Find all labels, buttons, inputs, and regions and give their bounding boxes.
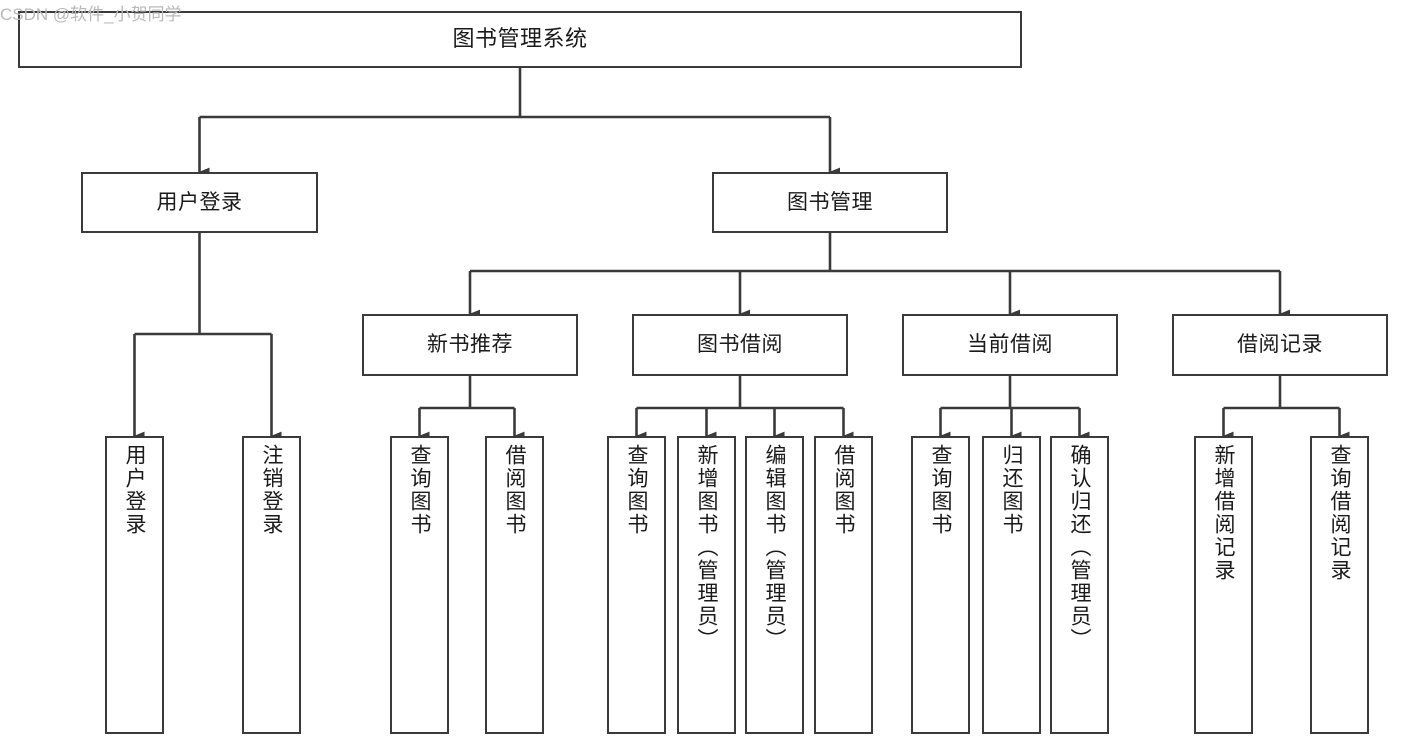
node-label: 编辑图书（管理员） xyxy=(763,444,786,651)
node-label: 注销登录 xyxy=(260,444,283,536)
node-book-manage[interactable]: 图书管理 xyxy=(712,172,948,233)
node-leaf-logout[interactable]: 注销登录 xyxy=(242,436,301,734)
node-leaf-current-confirm-return[interactable]: 确认归还（管理员） xyxy=(1050,436,1109,734)
node-label: 用户登录 xyxy=(156,190,243,214)
node-leaf-recommend-borrow-book[interactable]: 借阅图书 xyxy=(485,436,544,734)
node-leaf-borrow-query-book[interactable]: 查询图书 xyxy=(607,436,666,734)
node-label: 图书管理系统 xyxy=(452,26,588,52)
node-leaf-record-add[interactable]: 新增借阅记录 xyxy=(1194,436,1253,734)
node-leaf-recommend-query-book[interactable]: 查询图书 xyxy=(390,436,449,734)
node-label: 确认归还（管理员） xyxy=(1068,444,1091,651)
node-label: 新书推荐 xyxy=(427,333,513,357)
node-root[interactable]: 图书管理系统 xyxy=(18,11,1022,68)
edges-group xyxy=(133,68,1350,441)
node-leaf-borrow-add-book[interactable]: 新增图书（管理员） xyxy=(677,436,736,734)
node-leaf-current-return-book[interactable]: 归还图书 xyxy=(982,436,1041,734)
node-label: 用户登录 xyxy=(123,444,146,536)
node-label: 借阅图书 xyxy=(832,444,855,536)
node-leaf-current-query-book[interactable]: 查询图书 xyxy=(911,436,970,734)
node-label: 借阅记录 xyxy=(1237,333,1323,357)
node-leaf-borrow-edit-book[interactable]: 编辑图书（管理员） xyxy=(745,436,804,734)
node-label: 新增借阅记录 xyxy=(1212,444,1235,582)
node-leaf-user-login[interactable]: 用户登录 xyxy=(105,436,164,734)
node-leaf-record-query[interactable]: 查询借阅记录 xyxy=(1310,436,1369,734)
node-book-borrow[interactable]: 图书借阅 xyxy=(632,314,848,376)
node-label: 图书借阅 xyxy=(697,333,783,357)
node-label: 归还图书 xyxy=(1000,444,1023,536)
node-borrow-record[interactable]: 借阅记录 xyxy=(1172,314,1388,376)
node-user-login[interactable]: 用户登录 xyxy=(81,172,318,233)
node-label: 查询图书 xyxy=(408,444,431,536)
node-label: 查询借阅记录 xyxy=(1328,444,1351,582)
node-label: 图书管理 xyxy=(787,190,873,214)
node-label: 新增图书（管理员） xyxy=(695,444,718,651)
node-new-book-recommend[interactable]: 新书推荐 xyxy=(362,314,578,376)
node-label: 借阅图书 xyxy=(503,444,526,536)
node-leaf-borrow-borrow-book[interactable]: 借阅图书 xyxy=(814,436,873,734)
node-label: 当前借阅 xyxy=(967,333,1053,357)
node-label: 查询图书 xyxy=(625,444,648,536)
node-label: 查询图书 xyxy=(929,444,952,536)
node-current-borrow[interactable]: 当前借阅 xyxy=(902,314,1118,376)
watermark: CSDN @软件_小贺同学 xyxy=(0,5,182,24)
